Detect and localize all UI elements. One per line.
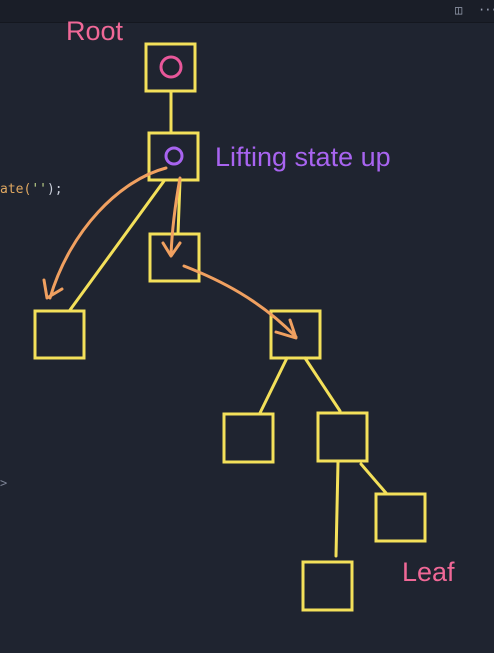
node-middle xyxy=(148,232,201,283)
split-editor-icon[interactable]: ◫ xyxy=(455,3,463,17)
edge-lift-to-left-leaf xyxy=(68,179,166,312)
code-fragment-2: > xyxy=(0,476,8,490)
root-label: Root xyxy=(66,16,124,46)
tree-edges xyxy=(68,90,388,558)
arrow-to-lower-node xyxy=(182,264,298,339)
data-flow-arrows xyxy=(42,166,298,340)
edge-lower-to-right xyxy=(303,356,342,413)
code-fragment: ate( xyxy=(0,182,32,197)
root-state-circle xyxy=(159,55,183,79)
code-string: '' xyxy=(31,182,47,197)
node-lift xyxy=(147,131,200,182)
arrow-to-middle-node xyxy=(169,176,182,257)
code-end: ); xyxy=(46,182,63,197)
arrow-to-middle-node-head xyxy=(161,241,182,258)
node-leaf-bottom xyxy=(301,560,354,612)
tree-nodes xyxy=(33,42,427,612)
arrow-to-lower-node-head xyxy=(274,318,298,340)
edge-lower-to-left xyxy=(258,356,289,415)
node-lower xyxy=(269,309,322,360)
node-lower-right xyxy=(316,411,369,463)
arrow-to-left-node xyxy=(48,166,168,300)
more-actions-icon[interactable]: ··· xyxy=(478,3,494,17)
leaf-label: Leaf xyxy=(402,557,455,587)
node-left xyxy=(33,309,86,360)
edge-right-to-bottom xyxy=(334,460,340,558)
edge-lift-to-middle xyxy=(176,179,182,236)
node-root xyxy=(144,42,197,93)
node-lower-left xyxy=(222,412,275,464)
node-leaf-right xyxy=(374,492,427,543)
lifting-state-label: Lifting state up xyxy=(215,142,391,172)
arrow-to-left-node-head xyxy=(42,278,64,300)
lifted-state-circle xyxy=(164,146,184,166)
code-line: ate(''); xyxy=(0,182,63,197)
edge-right-to-leaf xyxy=(359,462,388,495)
editor-tab-bar: ◫ ··· xyxy=(0,0,494,23)
